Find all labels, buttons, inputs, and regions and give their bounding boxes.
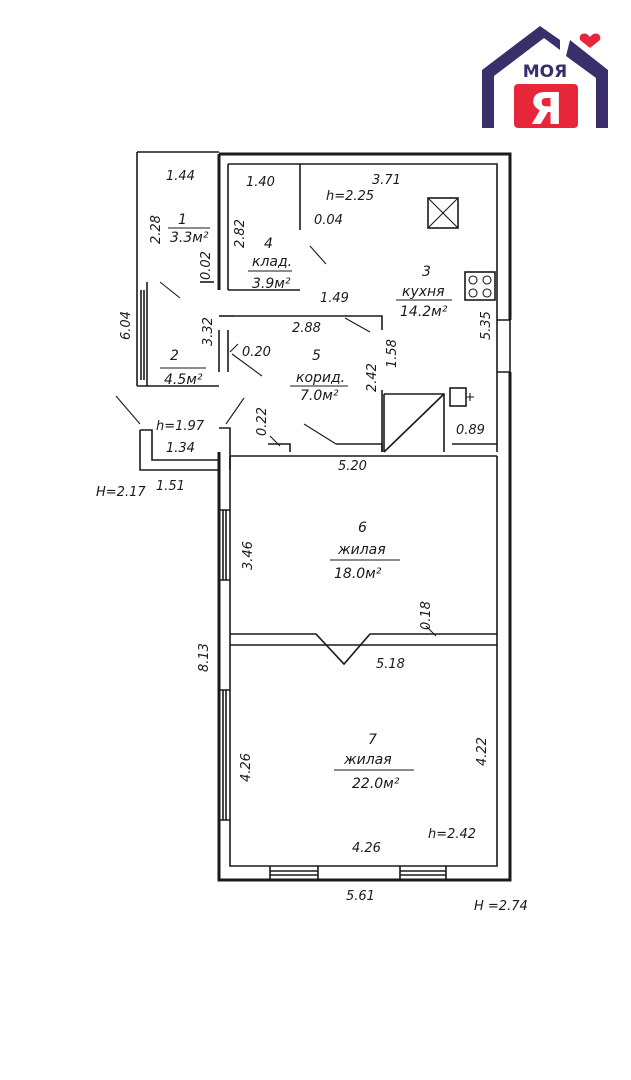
room-6-area: 18.0м² <box>334 566 382 582</box>
dim-2-82: 2.82 <box>233 219 248 248</box>
dim-1-51: 1.51 <box>156 479 185 494</box>
dim-4-26-horizontal: 4.26 <box>352 841 381 856</box>
dim-3-71: 3.71 <box>372 173 401 188</box>
fixtures <box>115 197 496 453</box>
dim-2-88: 2.88 <box>292 321 321 336</box>
dim-0-20: 0.20 <box>242 345 271 360</box>
room-5-number: 5 <box>312 348 321 364</box>
logo-word: МОЯ <box>523 62 567 82</box>
dim-0-04: 0.04 <box>314 213 343 228</box>
dim-5-61: 5.61 <box>346 889 375 904</box>
dim-1-58: 1.58 <box>385 339 400 368</box>
room-4-area: 3.9м² <box>252 276 291 292</box>
room-6-number: 6 <box>358 520 367 536</box>
dim-H-2-17: H=2.17 <box>96 485 146 500</box>
room-2-number: 2 <box>170 348 179 364</box>
room-1-number: 1 <box>178 212 187 228</box>
room-7-area: 22.0м² <box>352 776 400 792</box>
logo-letter: Я <box>529 84 563 135</box>
logo: МОЯ Я <box>482 26 608 135</box>
room-labels: 1 3.3м² 2 4.5м² 3 кухня 14.2м² 4 клад. 3… <box>160 212 452 792</box>
walls <box>136 151 512 882</box>
room-2-area: 4.5м² <box>164 372 203 388</box>
dim-h-2-25: h=2.25 <box>326 189 374 204</box>
tick-marks <box>229 343 437 637</box>
dim-1-40: 1.40 <box>246 175 275 190</box>
room-4-number: 4 <box>264 236 273 252</box>
room-1-area: 3.3м² <box>170 230 209 246</box>
dim-3-32: 3.32 <box>201 317 216 346</box>
dim-0-02: 0.02 <box>199 251 214 280</box>
room-3-name: кухня <box>402 284 445 300</box>
dim-4-26-vertical: 4.26 <box>239 753 254 782</box>
dim-5-35: 5.35 <box>479 311 494 340</box>
dim-0-89: 0.89 <box>456 423 485 438</box>
dimension-labels: 1.44 1.40 3.71 h=2.25 2.28 2.82 0.04 0.0… <box>96 169 528 914</box>
dim-2-42: 2.42 <box>365 363 380 392</box>
dim-8-13: 8.13 <box>197 643 212 672</box>
dim-1-34: 1.34 <box>166 441 195 456</box>
vent-shaft-icon <box>427 197 459 229</box>
room-5-name: корид. <box>296 370 345 386</box>
dim-0-22: 0.22 <box>255 407 270 436</box>
dim-5-18: 5.18 <box>376 657 405 672</box>
dim-1-49: 1.49 <box>320 291 349 306</box>
room-3-number: 3 <box>422 264 431 280</box>
room-5-area: 7.0м² <box>300 388 339 404</box>
room-7-name: жилая <box>343 752 392 768</box>
dim-h-2-42: h=2.42 <box>428 827 476 842</box>
dim-1-44: 1.44 <box>166 169 195 184</box>
stove-icon <box>464 271 496 301</box>
dim-5-20: 5.20 <box>338 459 367 474</box>
dim-H-2-74: H =2.74 <box>474 899 528 914</box>
dim-2-28: 2.28 <box>149 215 164 244</box>
room-4-name: клад. <box>252 254 292 270</box>
room-6-name: жилая <box>337 542 386 558</box>
boiler-icon <box>449 387 467 407</box>
dim-6-04: 6.04 <box>119 311 134 340</box>
logo-heart-icon <box>579 33 601 48</box>
dim-3-46: 3.46 <box>241 541 256 570</box>
logo-roof-right-icon <box>566 40 608 128</box>
dim-h-1-97: h=1.97 <box>156 419 205 434</box>
dim-4-22: 4.22 <box>475 737 490 766</box>
logo-badge <box>514 84 578 128</box>
room-7-number: 7 <box>368 732 377 748</box>
room-3-area: 14.2м² <box>400 304 448 320</box>
stairs-icon <box>383 393 445 453</box>
logo-roof-icon <box>482 26 560 128</box>
dim-0-18: 0.18 <box>419 601 434 630</box>
